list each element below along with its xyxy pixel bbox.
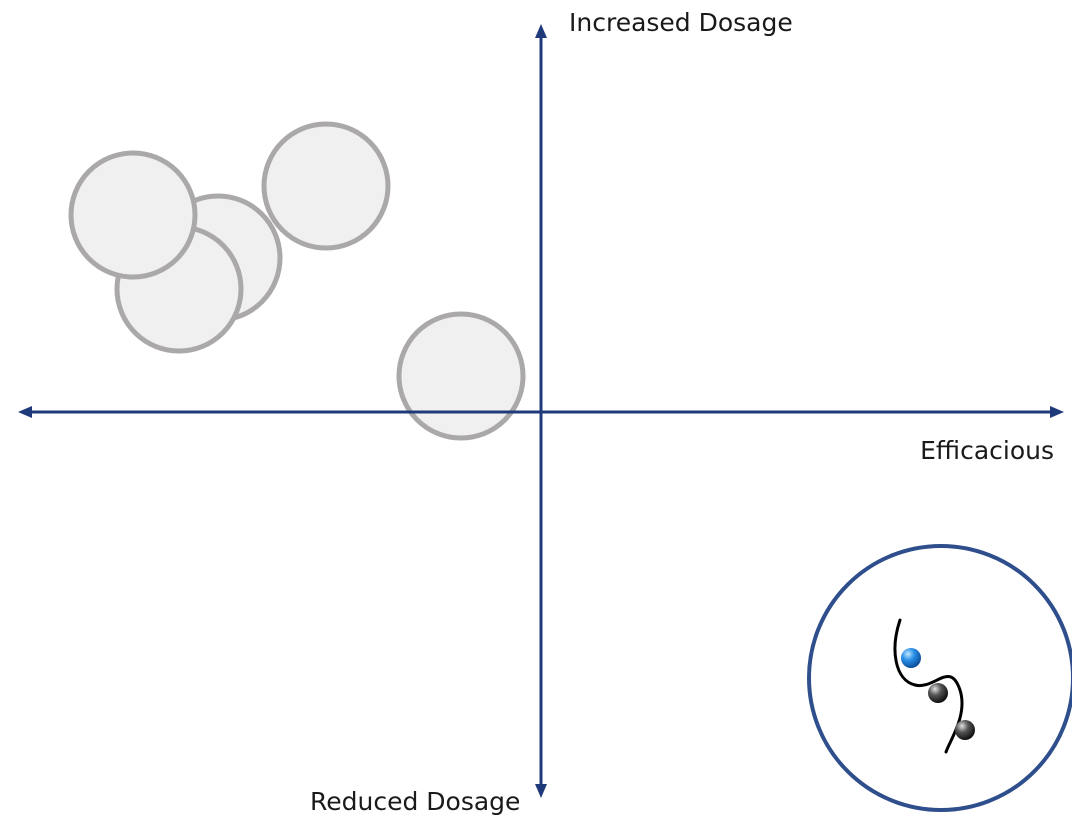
axes — [18, 24, 1064, 798]
arrow-right-icon — [1050, 406, 1064, 418]
inset-illustration — [807, 544, 1072, 812]
bubble — [396, 311, 526, 441]
bubble-group — [68, 121, 526, 441]
increased-dosage-label: Increased Dosage — [569, 8, 793, 37]
blue-ball-icon — [901, 648, 921, 668]
arrow-down-icon — [535, 784, 547, 798]
gray-ball-icon — [955, 720, 975, 740]
bubble — [261, 121, 391, 251]
gray-ball-icon — [928, 683, 948, 703]
arrow-up-icon — [535, 24, 547, 38]
arrow-left-icon — [18, 406, 32, 418]
bubble — [68, 150, 198, 280]
reduced-dosage-label: Reduced Dosage — [310, 787, 521, 816]
efficacious-label: Efficacious — [920, 436, 1054, 465]
